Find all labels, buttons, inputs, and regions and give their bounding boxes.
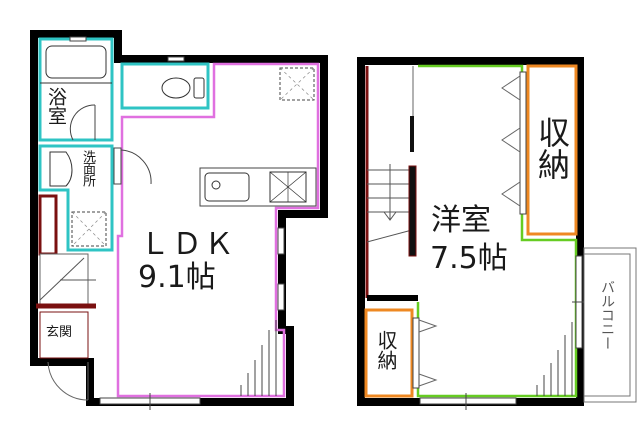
closet-small-label: 収納	[374, 330, 398, 370]
sink-icon	[204, 172, 250, 202]
western-room-outline	[416, 64, 578, 398]
washroom-outline	[38, 144, 114, 252]
washroom-label: 洗面所	[80, 150, 95, 186]
kitchen-counter	[199, 167, 317, 207]
toilet-icon	[161, 77, 191, 99]
western-room-label: 洋室	[431, 203, 491, 238]
floor2-outer-wall	[357, 57, 584, 406]
ldk-door-icon	[120, 149, 152, 185]
balcony-label: バルコニー	[599, 280, 615, 350]
entrance-label: 玄関	[46, 325, 73, 340]
bath-window-icon	[69, 36, 87, 42]
bath-label: 浴室	[45, 87, 67, 125]
western-room-size: 7.5帖	[430, 241, 508, 276]
floor2-plan	[357, 57, 637, 410]
floor1-plan	[30, 30, 328, 410]
closet-large-label: 収納	[533, 116, 571, 180]
bath-door-icon	[69, 104, 96, 141]
closet-small-outline	[364, 308, 414, 398]
closet-large-outline	[526, 64, 578, 236]
toilet-room-outline	[120, 62, 210, 110]
bathtub-icon	[45, 45, 107, 79]
stairs-floor2	[366, 164, 413, 243]
balcony-outline	[583, 247, 637, 403]
washer-space-icon	[71, 211, 107, 247]
fridge-space-icon	[279, 67, 315, 101]
ldk-label: ＬＤＫ	[140, 227, 236, 262]
entrance-door-icon	[47, 361, 89, 401]
washbasin-icon	[49, 151, 73, 187]
ldk-size: 9.1帖	[138, 260, 216, 295]
